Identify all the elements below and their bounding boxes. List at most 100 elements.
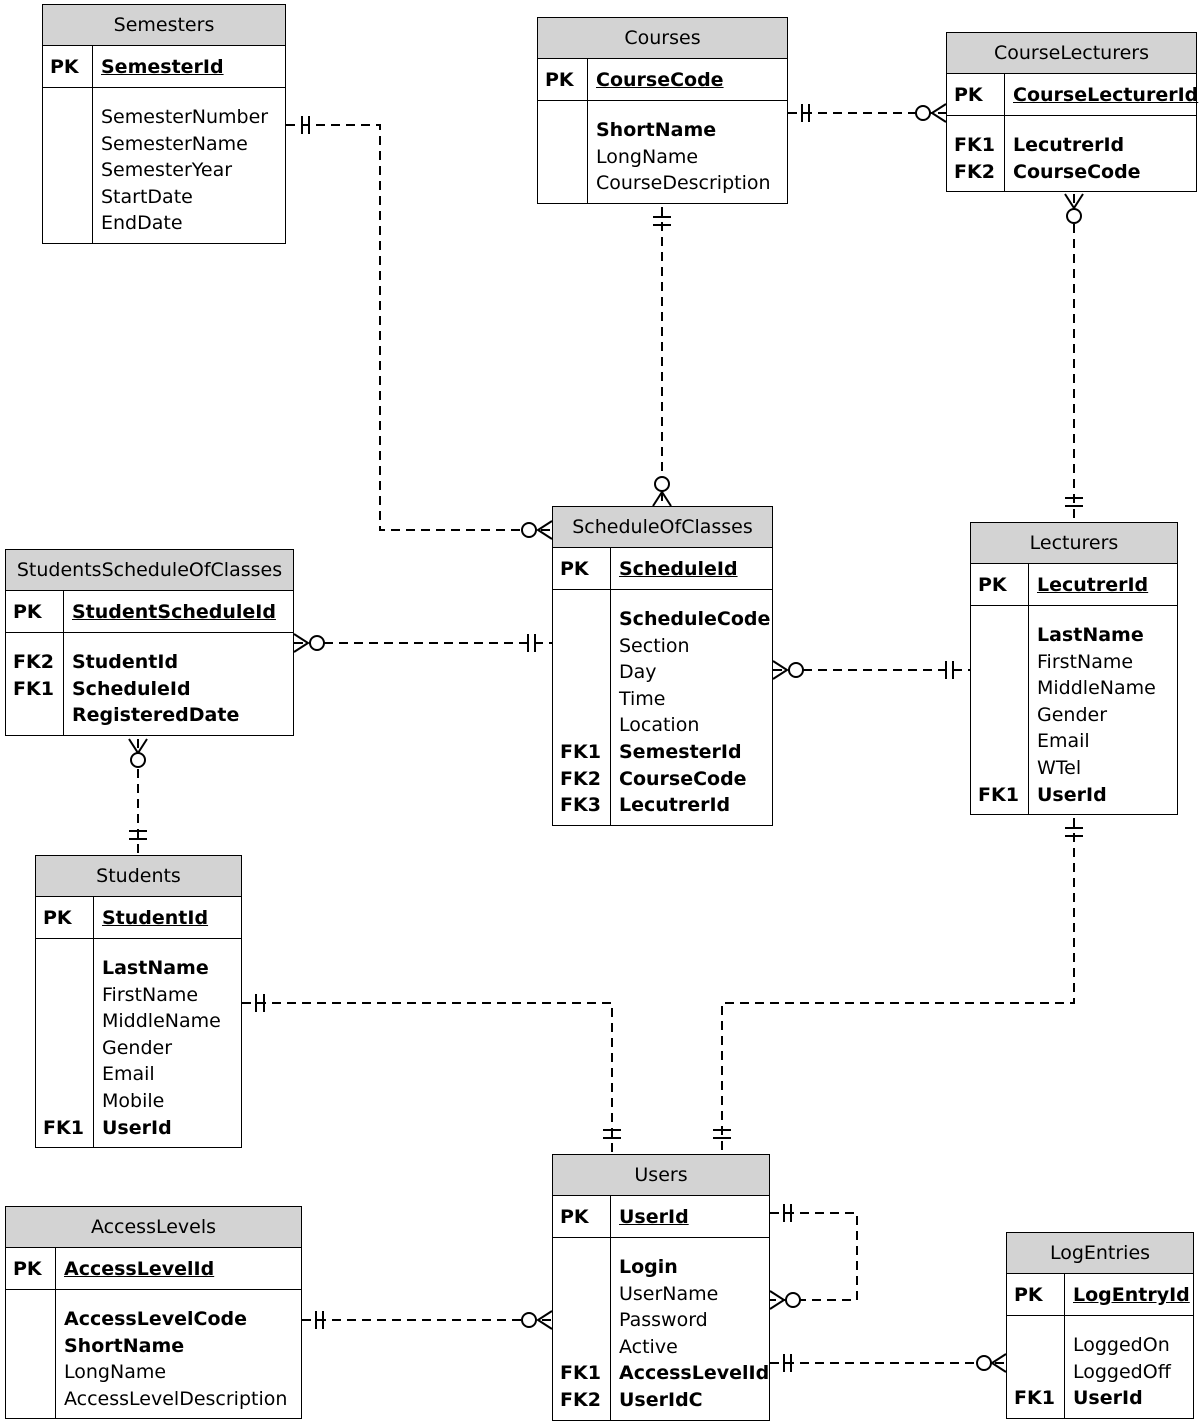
pk-field: StudentId (102, 907, 209, 929)
attribute: UserId (1037, 783, 1107, 806)
attribute-column: ShortName LongName CourseDescription (588, 117, 787, 197)
key-column: FK1 (971, 606, 1029, 815)
key-column: FK1 FK2 (947, 116, 1005, 192)
entity-title: Users (553, 1155, 769, 1196)
key-column: FK1 FK2 (553, 1238, 611, 1420)
attribute: Password (619, 1309, 708, 1332)
attribute: AccessLevelDescription (64, 1387, 288, 1410)
pk-label: PK (6, 591, 64, 632)
pk-field: AccessLevelId (64, 1258, 215, 1280)
attribute: CourseCode (619, 767, 747, 790)
entity-title: AccessLevels (6, 1207, 301, 1248)
attribute: Time (619, 687, 666, 710)
attribute: StartDate (101, 185, 193, 208)
attribute: SemesterNumber (101, 106, 269, 128)
attribute-column: AccessLevelCode ShortName LongName Acces… (56, 1306, 301, 1412)
fk-label: FK1 (978, 783, 1019, 806)
attribute: ShortName (64, 1334, 185, 1357)
fk-label: FK1 (13, 677, 54, 700)
attribute: MiddleName (102, 1010, 221, 1033)
entity-students-schedule-of-classes: StudentsScheduleOfClasses PK StudentSched… (5, 549, 294, 736)
pk-field: UserId (619, 1206, 689, 1228)
entity-title: Students (36, 856, 241, 897)
attribute: UserId (102, 1116, 172, 1139)
pk-label: PK (553, 548, 611, 589)
entity-title: LogEntries (1007, 1233, 1193, 1274)
attribute: EndDate (101, 212, 183, 235)
fk-label: FK2 (13, 651, 54, 673)
attribute: AccessLevelCode (64, 1308, 247, 1330)
attribute: MiddleName (1037, 677, 1156, 700)
attribute: StudentId (72, 651, 179, 673)
attribute: CourseDescription (596, 172, 771, 195)
attribute: ScheduleCode (619, 608, 771, 630)
fk-label: FK2 (560, 1388, 601, 1411)
attribute: RegisteredDate (72, 704, 240, 727)
entity-title: Semesters (43, 5, 285, 46)
entity-title: Lecturers (971, 523, 1177, 564)
attribute: UserId (1073, 1387, 1143, 1410)
attribute: Location (619, 714, 700, 737)
entity-title: ScheduleOfClasses (553, 507, 772, 548)
attribute: UserIdC (619, 1388, 703, 1411)
entity-access-levels: AccessLevels PK AccessLevelId AccessLevel… (5, 1206, 302, 1420)
attribute-column: LoggedOn LoggedOff UserId (1065, 1332, 1193, 1412)
attribute-column: StudentId ScheduleId RegisteredDate (64, 649, 293, 729)
attribute: LastName (102, 957, 209, 979)
key-column: FK1 FK2 FK3 (553, 590, 611, 825)
pk-label: PK (538, 59, 588, 100)
attribute: Gender (1037, 703, 1108, 726)
rel-lecturers-users (721, 818, 1075, 1154)
rel-students-users (242, 1002, 613, 1154)
attribute-column: Login UserName Password Active AccessLev… (611, 1254, 769, 1414)
key-column (6, 1290, 56, 1419)
attribute: SemesterName (101, 132, 248, 155)
attribute: LoggedOff (1073, 1360, 1171, 1383)
pk-field: StudentScheduleId (72, 601, 276, 623)
rel-users-self (770, 1212, 858, 1301)
pk-field: CourseLecturerId (1013, 84, 1199, 106)
attribute: FirstName (1037, 650, 1134, 673)
entity-courses: Courses PK CourseCode ShortName LongName … (537, 17, 788, 204)
fk-label: FK3 (560, 794, 601, 817)
fk-label: FK1 (43, 1116, 84, 1139)
attribute: FirstName (102, 983, 199, 1006)
pk-label: PK (6, 1248, 56, 1289)
pk-field: SemesterId (101, 56, 224, 78)
entity-users: Users PK UserId FK1 FK2 Login UserName Pa… (552, 1154, 770, 1421)
attribute: Email (102, 1063, 155, 1086)
attribute: ScheduleId (72, 677, 191, 700)
fk-label: FK1 (560, 1362, 601, 1385)
entity-title: StudentsScheduleOfClasses (6, 550, 293, 591)
fk-label: FK1 (954, 134, 995, 156)
attribute: Mobile (102, 1089, 165, 1112)
attribute: Active (619, 1335, 678, 1358)
entity-semesters: Semesters PK SemesterId SemesterNumber Se… (42, 4, 286, 244)
attribute-column: LastName FirstName MiddleName Gender Ema… (1029, 622, 1177, 808)
pk-label: PK (947, 74, 1005, 115)
key-column: FK1 (36, 939, 94, 1148)
pk-field: LecutrerId (1037, 574, 1149, 596)
pk-field: LogEntryId (1073, 1284, 1190, 1306)
attribute: Day (619, 661, 657, 684)
pk-label: PK (43, 46, 93, 87)
fk-label: FK2 (954, 160, 995, 183)
entity-title: Courses (538, 18, 787, 59)
attribute: LoggedOn (1073, 1334, 1170, 1356)
attribute-column: SemesterNumber SemesterName SemesterYear… (93, 104, 285, 237)
attribute: LongName (596, 145, 699, 168)
pk-label: PK (553, 1196, 611, 1237)
pk-field: CourseCode (596, 69, 724, 91)
attribute-column: ScheduleCode Section Day Time Location S… (611, 606, 772, 819)
attribute: AccessLevelId (619, 1362, 770, 1385)
attribute-column: LecutrerId CourseCode (1005, 132, 1196, 185)
pk-label: PK (36, 897, 94, 938)
attribute: CourseCode (1013, 160, 1141, 183)
pk-label: PK (1007, 1274, 1065, 1315)
attribute: Email (1037, 730, 1090, 753)
